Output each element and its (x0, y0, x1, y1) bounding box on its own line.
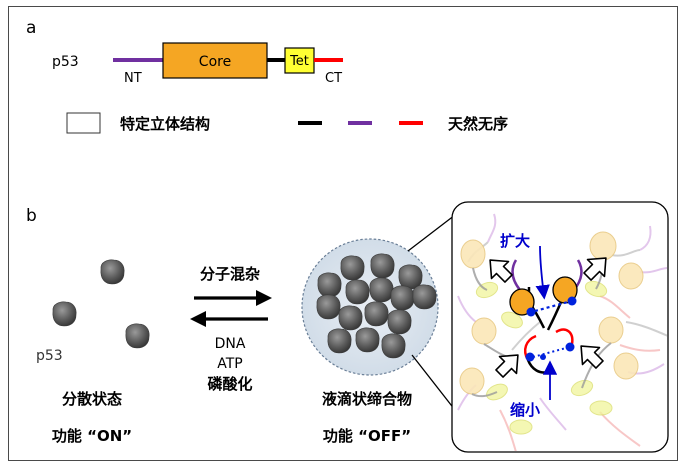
condensate-function-label: 功能 “OFF” (323, 427, 411, 445)
core-label: Core (199, 54, 231, 70)
legend-structured-swatch (66, 112, 101, 134)
reverse-label-dna: DNA (215, 336, 246, 352)
dispersed-protein-2 (52, 301, 77, 327)
shrink-arrow-left (495, 354, 519, 378)
lower-left-site (525, 352, 535, 362)
shrunk-contact (532, 347, 567, 358)
ct-label: CT (325, 71, 342, 86)
dispersed-protein-1 (100, 259, 125, 285)
nt-label: NT (124, 71, 142, 86)
reverse-label-atp: ATP (217, 356, 242, 372)
protein-name-b: p53 (36, 348, 63, 364)
shrink-arrow-right (580, 345, 604, 369)
lower-pair-ct-right (555, 328, 574, 345)
expand-label: 扩大 (500, 232, 530, 250)
shrink-label: 缩小 (510, 401, 540, 419)
dispersed-function-label: 功能 “ON” (52, 427, 132, 445)
tet-label: Tet (289, 54, 309, 69)
tet-domain (284, 47, 315, 74)
expand-arrow-topleft (489, 259, 513, 283)
pair-right-site (567, 296, 577, 306)
zoom-inset: 扩大 缩小 (451, 201, 669, 453)
forward-arrow-label: 分子混杂 (200, 265, 260, 283)
expand-arrow-topright (583, 257, 607, 281)
core-domain (162, 42, 268, 79)
legend-structured-label: 特定立体结构 (120, 115, 210, 133)
reverse-arrow (190, 311, 268, 327)
lower-right-site (565, 342, 575, 352)
dispersed-protein-3 (125, 323, 150, 349)
reverse-label-phosphorylation: 磷酸化 (207, 375, 252, 393)
legend-disordered-label: 天然无序 (448, 115, 508, 133)
pair-left-core (509, 288, 535, 316)
panel-b-label: b (26, 206, 37, 226)
condensate-state-label: 液滴状缔合物 (322, 390, 412, 408)
pair-left-site (526, 307, 536, 317)
zoom-connector-top (407, 214, 456, 252)
dispersed-state-label: 分散状态 (62, 390, 122, 408)
forward-arrow (194, 290, 272, 306)
protein-name-a: p53 (52, 54, 79, 70)
zoom-connector-bottom (411, 354, 456, 411)
panel-a-label: a (26, 18, 36, 38)
expand-pointer (535, 245, 550, 300)
